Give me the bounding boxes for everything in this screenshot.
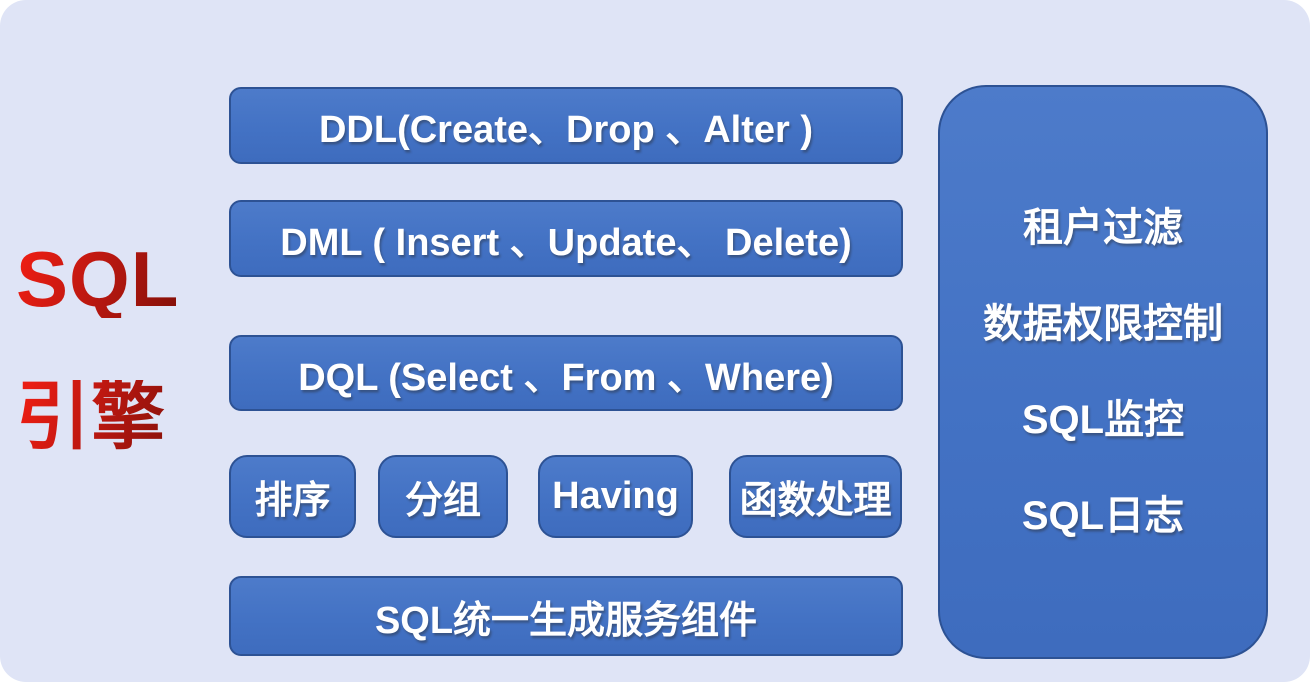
- clause-box-having: Having: [538, 455, 693, 538]
- capability-panel: 租户过滤 数据权限控制 SQL监控 SQL日志: [938, 85, 1268, 659]
- sql-engine-title: SQL 引擎: [16, 240, 179, 454]
- panel-item-sql-log: SQL日志: [1021, 494, 1185, 538]
- panel-item-data-permission: 数据权限控制: [983, 302, 1223, 346]
- sql-service-box: SQL统一生成服务组件: [229, 576, 903, 656]
- clause-box-function: 函数处理: [729, 455, 902, 538]
- clause-box-group: 分组: [378, 455, 508, 538]
- title-line-engine: 引擎: [16, 380, 179, 454]
- panel-item-tenant-filter: 租户过滤: [1023, 206, 1183, 250]
- title-line-sql: SQL: [16, 235, 180, 323]
- dql-box: DQL (Select 、From 、Where): [229, 335, 903, 411]
- panel-item-sql-monitor: SQL监控: [1021, 398, 1185, 442]
- ddl-box: DDL(Create、Drop 、Alter ): [229, 87, 903, 164]
- clause-box-sort: 排序: [229, 455, 356, 538]
- dml-box: DML ( Insert 、Update、 Delete): [229, 200, 903, 277]
